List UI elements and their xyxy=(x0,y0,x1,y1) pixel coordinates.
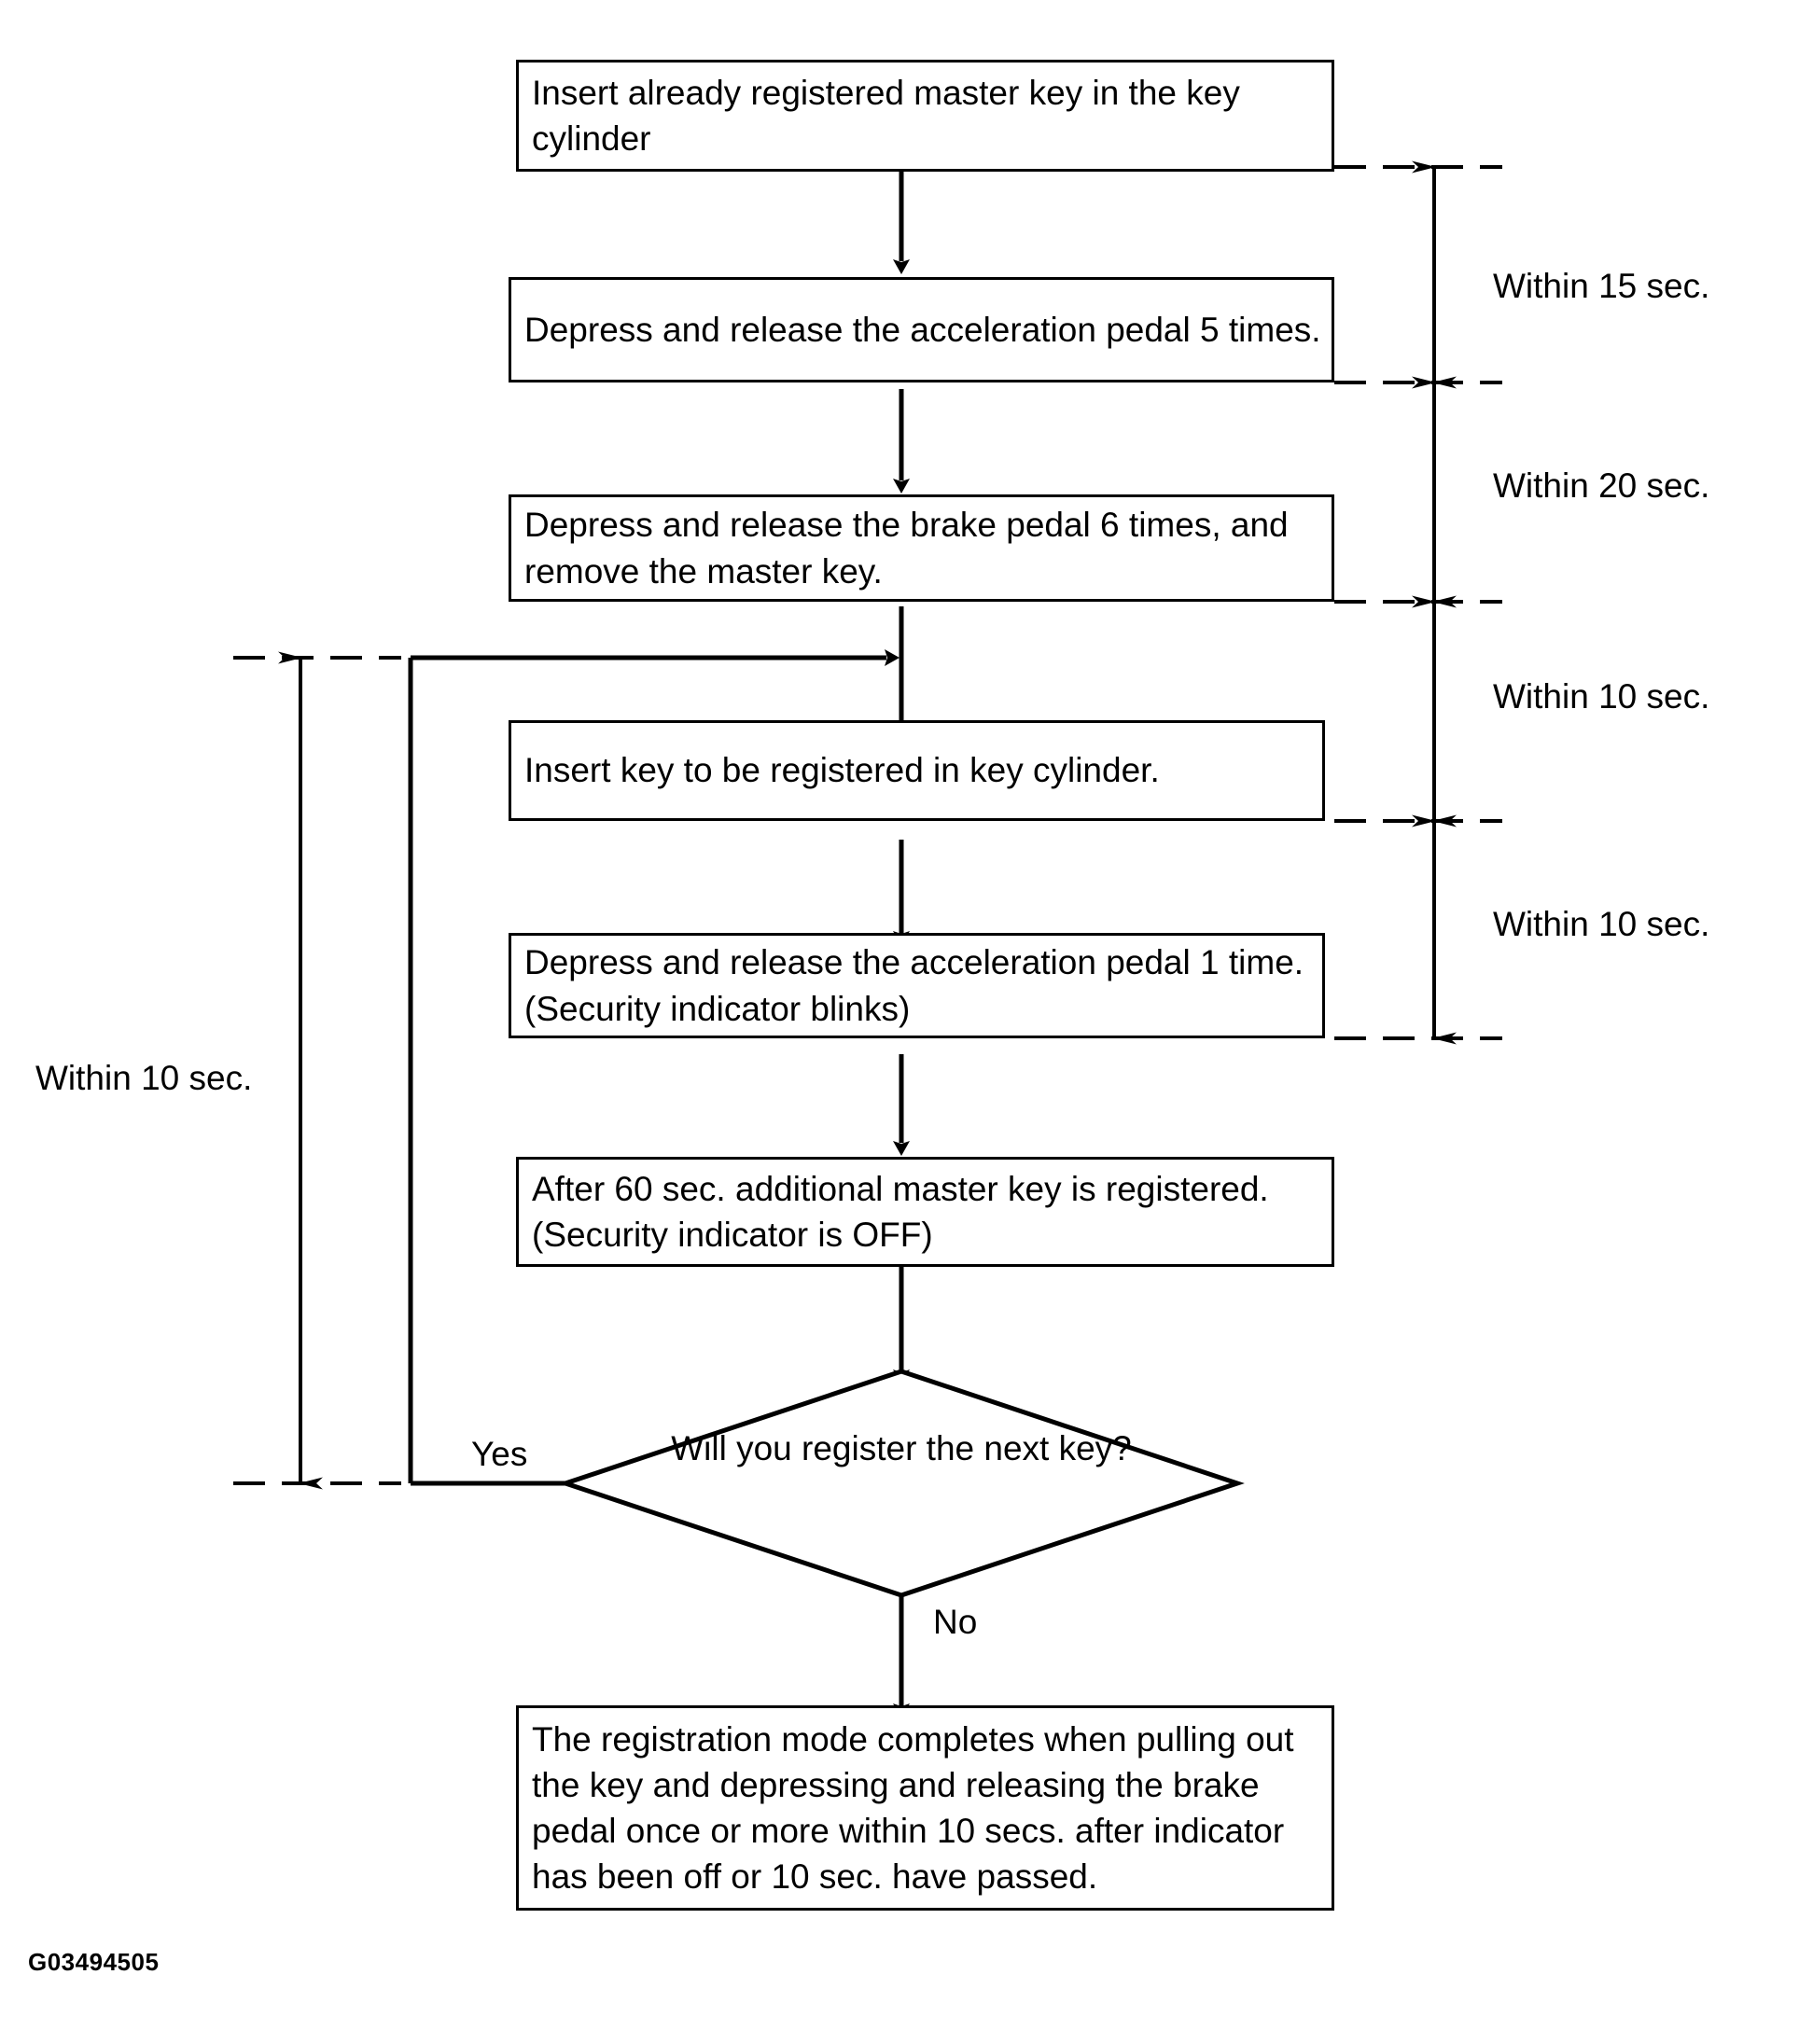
process-box-step5: Depress and release the acceleration ped… xyxy=(509,933,1325,1038)
process-box-step6-text: After 60 sec. additional master key is r… xyxy=(532,1169,1269,1254)
process-box-step1-text: Insert already registered master key in … xyxy=(532,73,1240,158)
figure-id-code: G03494505 xyxy=(28,1948,160,1976)
process-box-end: The registration mode completes when pul… xyxy=(516,1705,1334,1911)
timing-label-within-15-sec: Within 15 sec. xyxy=(1493,267,1710,305)
process-box-end-text: The registration mode completes when pul… xyxy=(532,1719,1294,1897)
process-box-step4-text: Insert key to be registered in key cylin… xyxy=(524,751,1160,790)
timing-label-within-10-sec-a: Within 10 sec. xyxy=(1493,677,1710,716)
timing-label-within-10-sec-b: Within 10 sec. xyxy=(1493,905,1710,943)
process-box-step6: After 60 sec. additional master key is r… xyxy=(516,1157,1334,1267)
process-box-step3-text: Depress and release the brake pedal 6 ti… xyxy=(524,506,1289,591)
process-box-step1: Insert already registered master key in … xyxy=(516,60,1334,172)
timing-label-within-20-sec: Within 20 sec. xyxy=(1493,466,1710,505)
decision-text: Will you register the next key? xyxy=(671,1429,1132,1467)
process-box-step3: Depress and release the brake pedal 6 ti… xyxy=(509,494,1334,602)
process-box-step4: Insert key to be registered in key cylin… xyxy=(509,720,1325,821)
process-box-step2-text: Depress and release the acceleration ped… xyxy=(524,310,1321,349)
timing-label-within-10-sec-loop: Within 10 sec. xyxy=(35,1059,253,1097)
dimension-leader-lines-left xyxy=(233,656,401,1485)
decision-diamond xyxy=(558,1369,1245,1598)
branch-label-no: No xyxy=(933,1603,978,1641)
process-box-step2: Depress and release the acceleration ped… xyxy=(509,277,1334,382)
process-box-step5-text: Depress and release the acceleration ped… xyxy=(524,943,1304,1028)
dimension-leader-lines-right xyxy=(1334,165,1502,1040)
branch-label-yes: Yes xyxy=(471,1435,528,1473)
